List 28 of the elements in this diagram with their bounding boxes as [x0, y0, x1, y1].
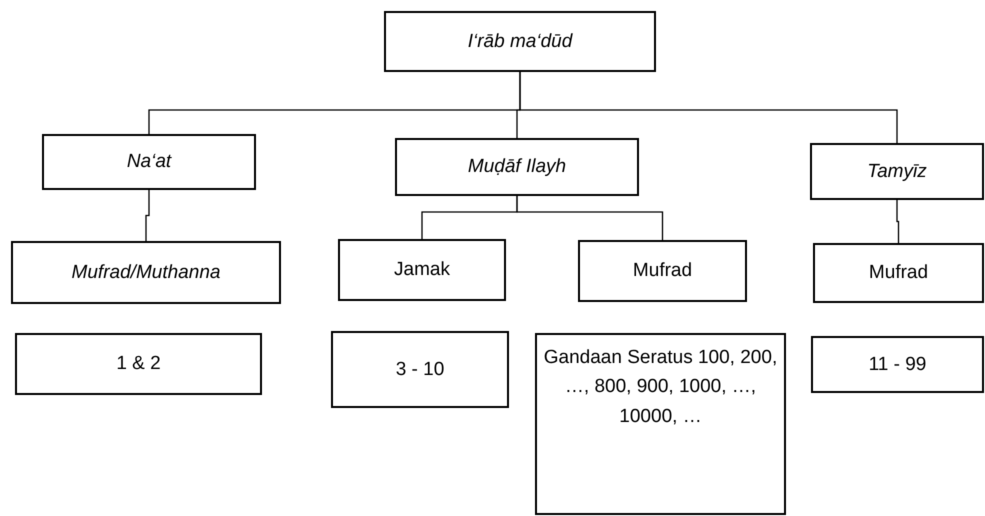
node-label: 3 - 10	[394, 358, 446, 382]
number-range-box	[331, 331, 509, 408]
node-label: Jamak	[393, 258, 451, 282]
node-label: Tamyīz	[866, 160, 928, 184]
node-label: Na‘at	[126, 150, 173, 174]
connector-line	[519, 72, 898, 143]
node-label: I‘rāb ma‘dūd	[466, 30, 574, 54]
number-range-box	[15, 333, 262, 395]
number-range-box	[535, 333, 786, 515]
subcategory-box	[11, 241, 281, 304]
connector-line	[516, 196, 664, 240]
subcategory-box	[813, 243, 984, 303]
node-label: 11 - 99	[868, 352, 928, 377]
category-box	[395, 138, 639, 196]
subcategory-box	[578, 240, 747, 302]
category-box	[42, 134, 256, 190]
connector-line	[145, 190, 150, 241]
connector-line	[896, 200, 900, 243]
number-range-box	[811, 336, 984, 393]
node-label: Gandaan Seratus 100, 200, …, 800, 900, 1000, …, 10000, …	[542, 346, 778, 429]
node-label: Mufrad	[868, 261, 930, 286]
category-box	[810, 143, 984, 200]
subcategory-box	[338, 239, 506, 301]
node-label: Mufrad	[632, 259, 694, 284]
node-label: Mufrad/Muthanna	[70, 260, 222, 285]
category-box	[384, 11, 656, 72]
node-label: 1 & 2	[115, 352, 162, 376]
node-label: Muḍāf Ilayh	[466, 155, 568, 180]
